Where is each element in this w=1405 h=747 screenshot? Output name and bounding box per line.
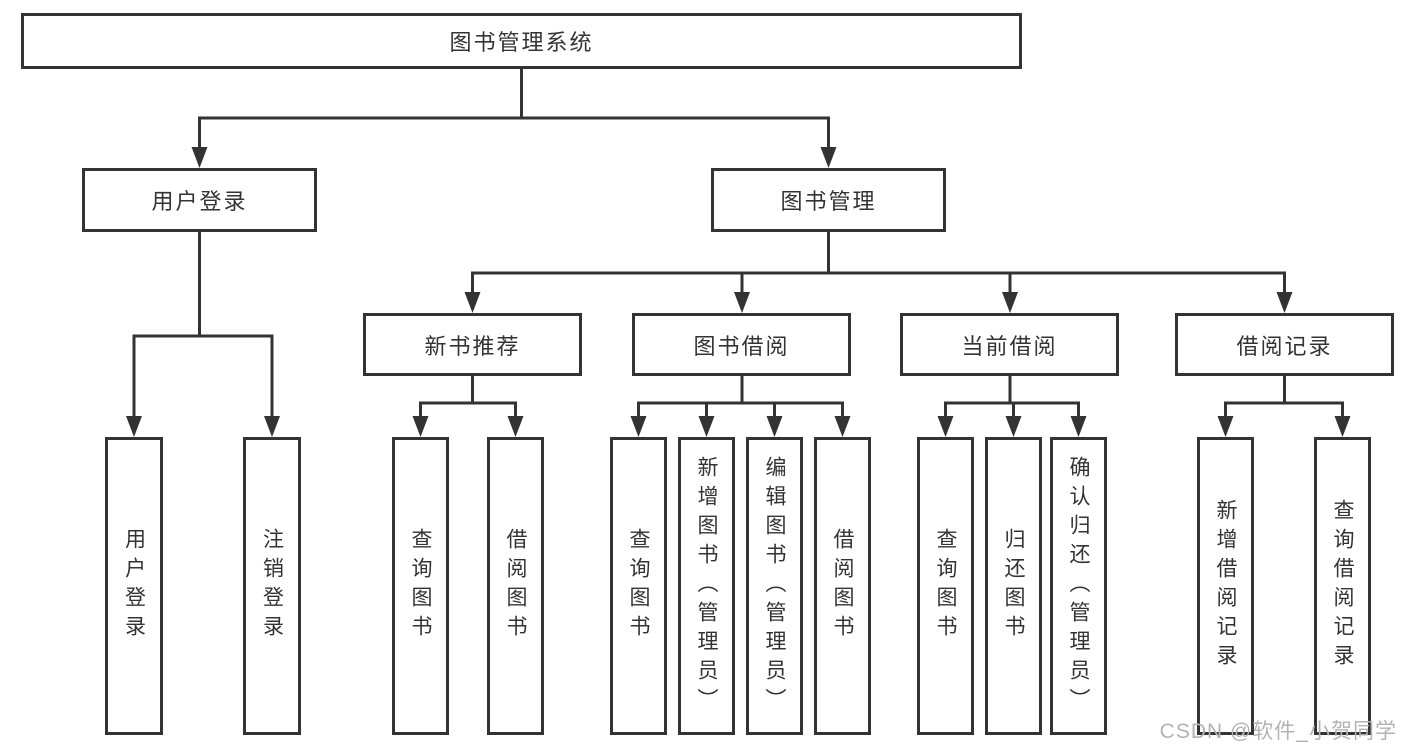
leaf-query-books-current: 查询图书 xyxy=(917,437,974,735)
leaf-edit-books-admin: 编辑图书（管理员） xyxy=(746,437,803,735)
leaf-user-login: 用户登录 xyxy=(105,437,163,735)
node-book-management: 图书管理 xyxy=(711,168,946,232)
leaf-logout: 注销登录 xyxy=(243,437,301,735)
leaf-confirm-return-admin: 确认归还（管理员） xyxy=(1050,437,1107,735)
node-book-borrowing: 图书借阅 xyxy=(632,313,851,376)
leaf-label: 归还图书 xyxy=(1002,528,1025,644)
leaf-label: 借阅图书 xyxy=(504,528,527,644)
node-library-system: 图书管理系统 xyxy=(21,13,1022,69)
leaf-label: 新增借阅记录 xyxy=(1214,499,1237,673)
node-label: 用户登录 xyxy=(151,189,248,214)
node-user-login: 用户登录 xyxy=(82,168,317,232)
leaf-return-books: 归还图书 xyxy=(985,437,1042,735)
leaf-query-borrow-record: 查询借阅记录 xyxy=(1314,437,1371,735)
leaf-label: 确认归还（管理员） xyxy=(1067,455,1090,717)
leaf-label: 编辑图书（管理员） xyxy=(763,455,786,717)
leaf-label: 注销登录 xyxy=(260,528,284,644)
node-label: 借阅记录 xyxy=(1236,333,1333,359)
node-borrowing-records: 借阅记录 xyxy=(1175,313,1394,376)
leaf-add-borrow-record: 新增借阅记录 xyxy=(1197,437,1254,735)
csdn-watermark: CSDN @软件_小贺同学 xyxy=(1159,720,1397,743)
node-label: 图书管理 xyxy=(780,189,877,214)
leaf-borrow-books-recommend: 借阅图书 xyxy=(487,437,544,735)
node-label: 新书推荐 xyxy=(424,333,521,359)
leaf-label: 查询借阅记录 xyxy=(1331,499,1354,673)
node-label: 当前借阅 xyxy=(961,333,1058,359)
node-new-book-recommendation: 新书推荐 xyxy=(363,313,582,376)
leaf-borrow-books: 借阅图书 xyxy=(814,437,871,735)
node-label: 图书管理系统 xyxy=(449,30,594,55)
leaf-label: 查询图书 xyxy=(934,528,957,644)
node-current-borrowing: 当前借阅 xyxy=(900,313,1119,376)
leaf-label: 借阅图书 xyxy=(831,528,854,644)
leaf-label: 用户登录 xyxy=(122,528,146,644)
leaf-label: 查询图书 xyxy=(627,528,650,644)
leaf-add-books-admin: 新增图书（管理员） xyxy=(678,437,735,735)
leaf-label: 查询图书 xyxy=(409,528,432,644)
leaf-label: 新增图书（管理员） xyxy=(695,455,718,717)
node-label: 图书借阅 xyxy=(693,333,790,359)
leaf-query-books-recommend: 查询图书 xyxy=(392,437,449,735)
leaf-query-books-borrowing: 查询图书 xyxy=(610,437,667,735)
